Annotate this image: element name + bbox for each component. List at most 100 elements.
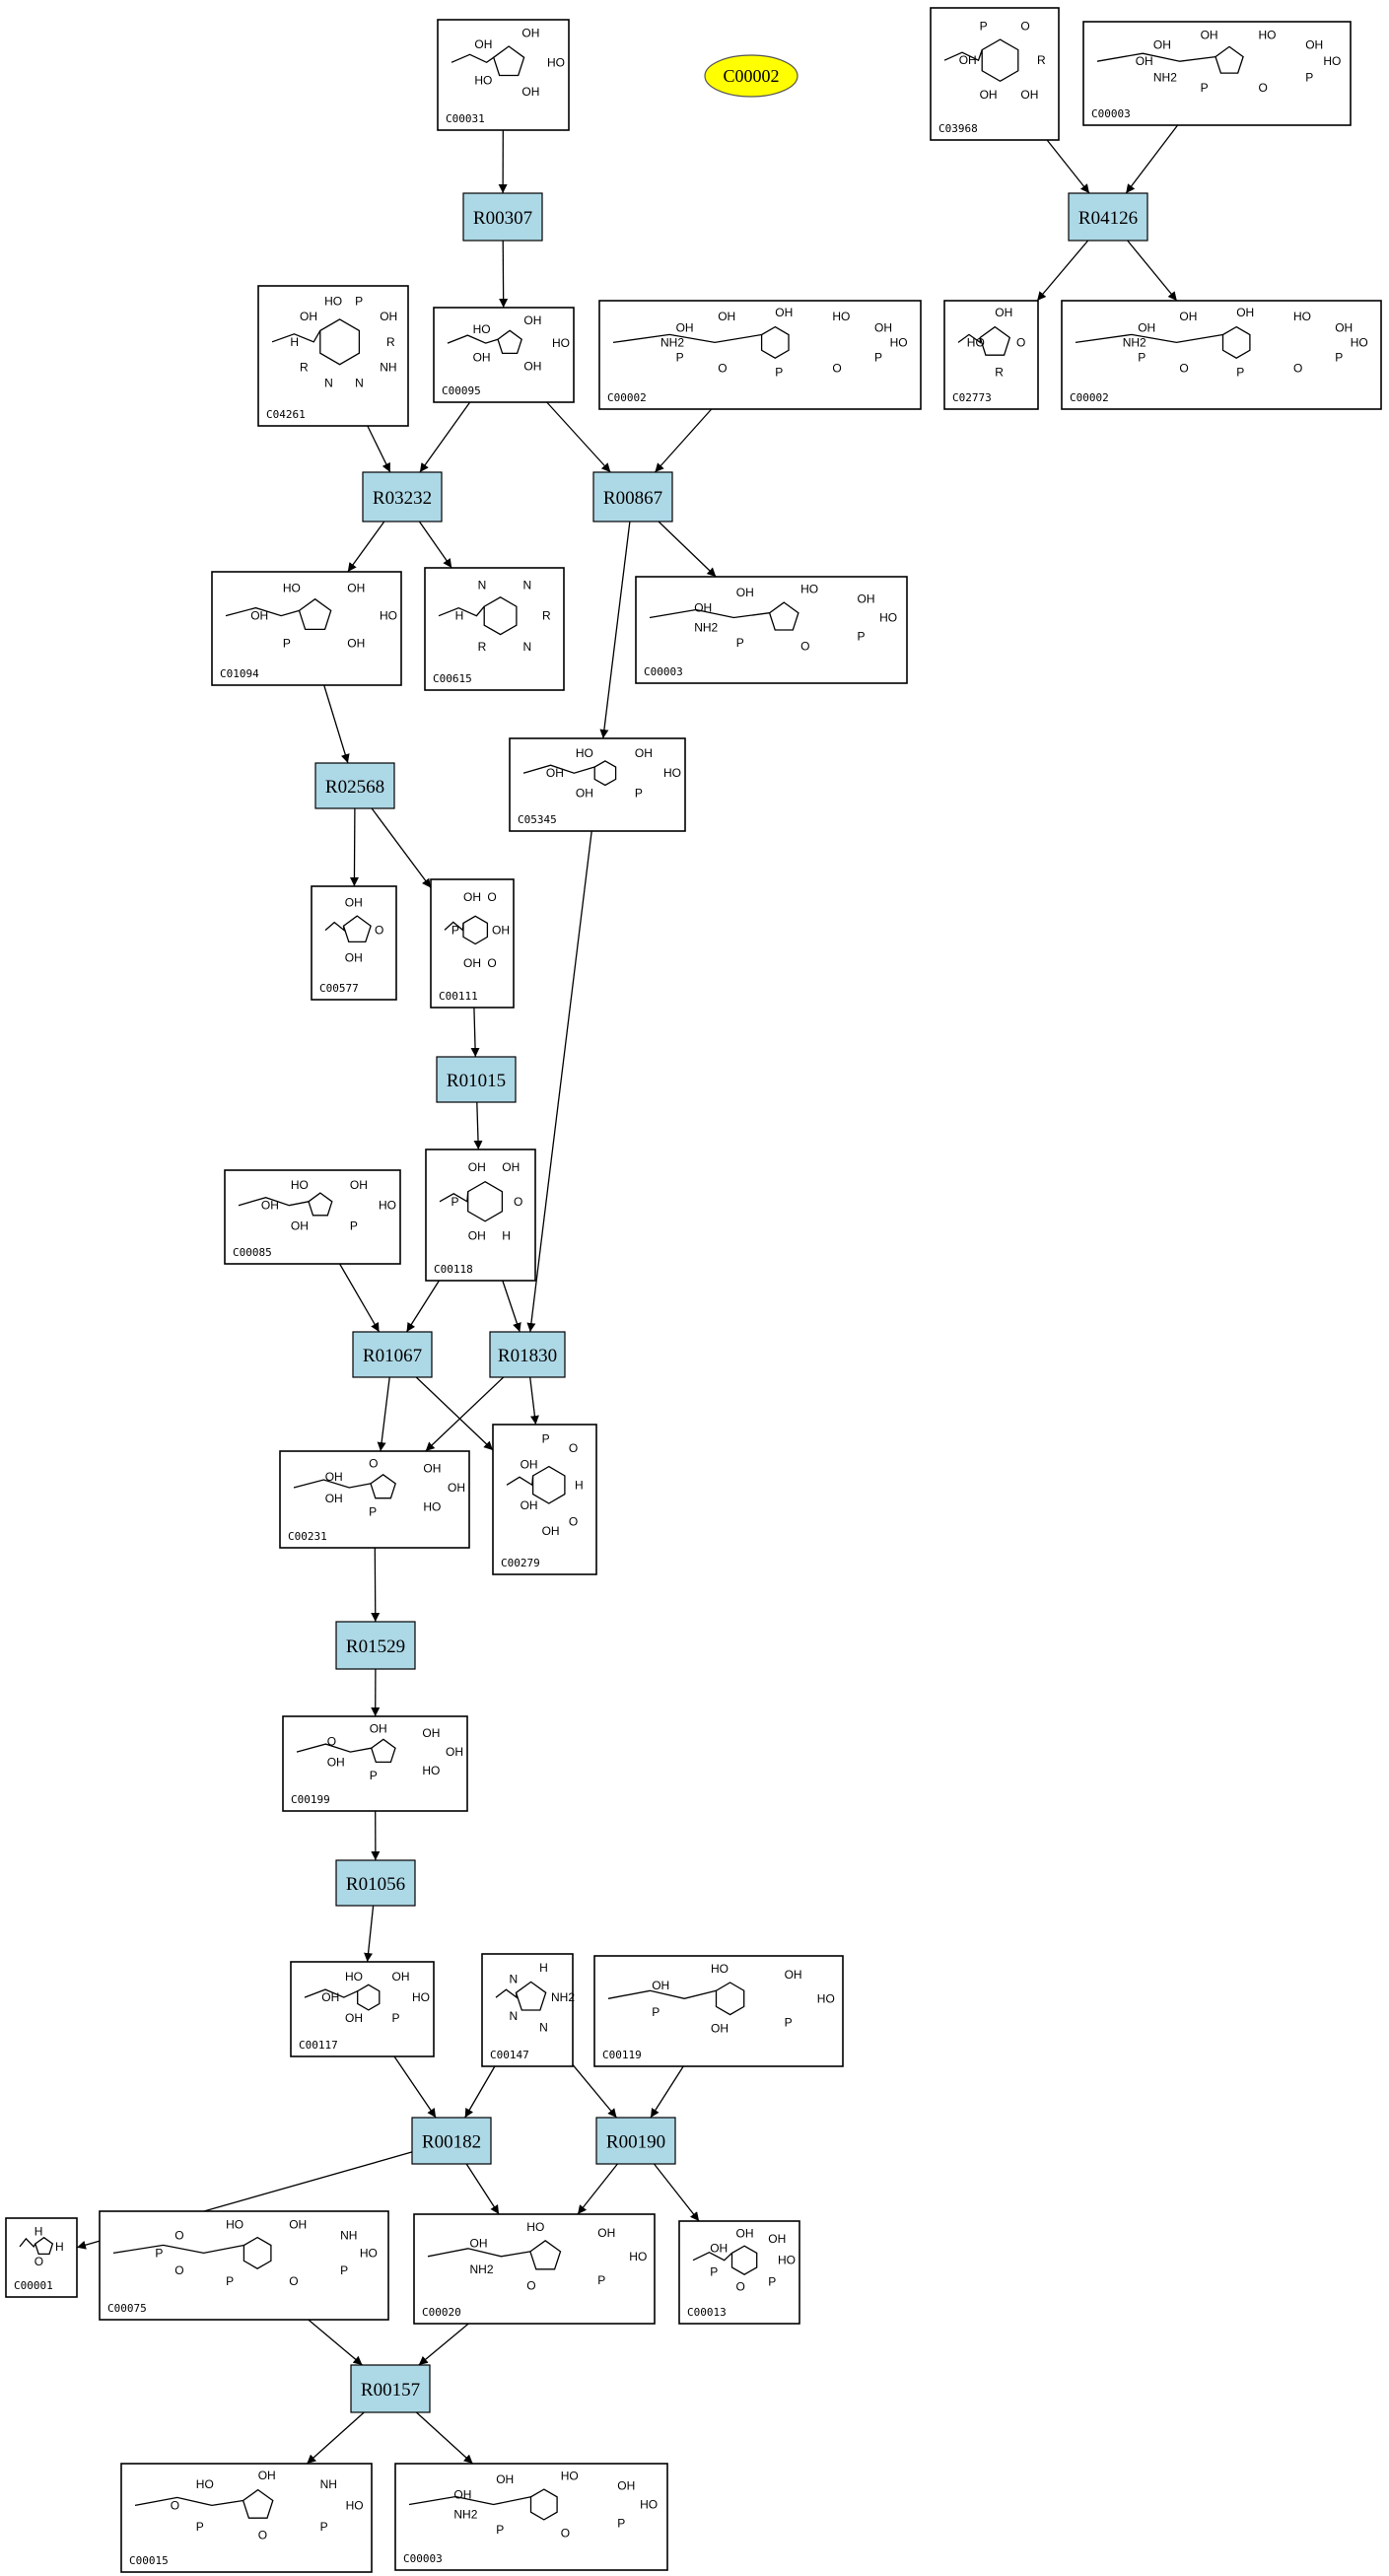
atom-label: NH (340, 2229, 357, 2243)
atom-label: HO (380, 609, 397, 623)
atom-label: HO (226, 2218, 243, 2232)
atom-label: P (155, 2246, 163, 2260)
compound-frame (433, 307, 575, 403)
atom-label: N (478, 578, 487, 592)
atom-label: HO (640, 2498, 658, 2512)
reaction-box (1068, 192, 1148, 242)
reaction-r01529[interactable]: R01529 (335, 1621, 416, 1670)
structure-drawing (225, 597, 332, 631)
atom-label: P (340, 2263, 348, 2277)
compound-id-label: C00031 (446, 112, 485, 125)
atom-label: P (451, 923, 459, 937)
reaction-r00182[interactable]: R00182 (411, 2117, 492, 2165)
atom-label: P (226, 2274, 234, 2288)
atom-label: R (1037, 53, 1046, 67)
reaction-r01015[interactable]: R01015 (436, 1056, 517, 1103)
atom-label: HO (423, 1500, 441, 1514)
edge-r00867-to-c00003b (658, 521, 717, 578)
edge-c03968-to-r04126 (1046, 139, 1090, 194)
reaction-r00190[interactable]: R00190 (595, 2117, 676, 2165)
compound-frame (1082, 21, 1352, 126)
atom-label: NH2 (1153, 71, 1177, 85)
atom-label: HO (291, 1178, 309, 1192)
atom-label: O (1020, 19, 1029, 33)
edge-c00095-to-r03232 (419, 401, 471, 473)
atom-label: HO (561, 2470, 579, 2483)
compound-id-label: C00615 (433, 672, 472, 685)
reaction-label: R00182 (422, 2132, 481, 2153)
reaction-r02568[interactable]: R02568 (314, 762, 395, 809)
reaction-box (592, 471, 673, 522)
edge-r04126-to-c00002b (1127, 240, 1178, 302)
compound-frame (290, 1961, 435, 2057)
reaction-label: R02568 (325, 777, 384, 798)
atom-label: HO (967, 335, 985, 349)
atom-label: HO (196, 2477, 214, 2491)
edge-c04261-to-r03232 (367, 425, 391, 473)
compound-id-label: C00111 (439, 990, 478, 1003)
reaction-label: R03232 (373, 488, 432, 509)
atom-label: O (1179, 362, 1188, 376)
reaction-r01067[interactable]: R01067 (352, 1331, 433, 1378)
compound-id-label: C00199 (291, 1793, 330, 1806)
structure-drawing (444, 915, 489, 945)
reaction-r00307[interactable]: R00307 (462, 192, 543, 242)
edge-r03232-to-c00615 (418, 521, 452, 569)
atom-label: OH (980, 88, 998, 102)
highlight-node-c00002[interactable]: C00002 (704, 54, 799, 98)
atom-label: OH (345, 951, 363, 965)
structure-drawing (1096, 45, 1244, 74)
compound-id-label: C00147 (490, 2049, 529, 2061)
compound-id-label: C00118 (434, 1263, 473, 1276)
atom-label: O (514, 1195, 522, 1209)
compound-id-label: C00279 (501, 1557, 540, 1569)
reaction-r03232[interactable]: R03232 (362, 471, 443, 522)
reaction-r04126[interactable]: R04126 (1068, 192, 1148, 242)
reaction-r00157[interactable]: R00157 (350, 2364, 431, 2413)
compound-id-label: C00003 (403, 2552, 443, 2565)
compound-id-label: C02773 (952, 391, 992, 404)
edge-c00002a-to-r00867 (654, 408, 713, 473)
atom-label: OH (453, 2487, 471, 2501)
atom-label: OH (521, 1458, 538, 1472)
atom-label: OH (542, 1524, 560, 1538)
structure-drawing (506, 1465, 566, 1504)
reaction-box (595, 2117, 676, 2165)
edge-c00147-to-r00182 (464, 2065, 496, 2119)
reaction-r01830[interactable]: R01830 (489, 1331, 566, 1378)
atom-label: OH (468, 1160, 486, 1174)
reaction-r00867[interactable]: R00867 (592, 471, 673, 522)
reaction-r01056[interactable]: R01056 (335, 1859, 416, 1907)
